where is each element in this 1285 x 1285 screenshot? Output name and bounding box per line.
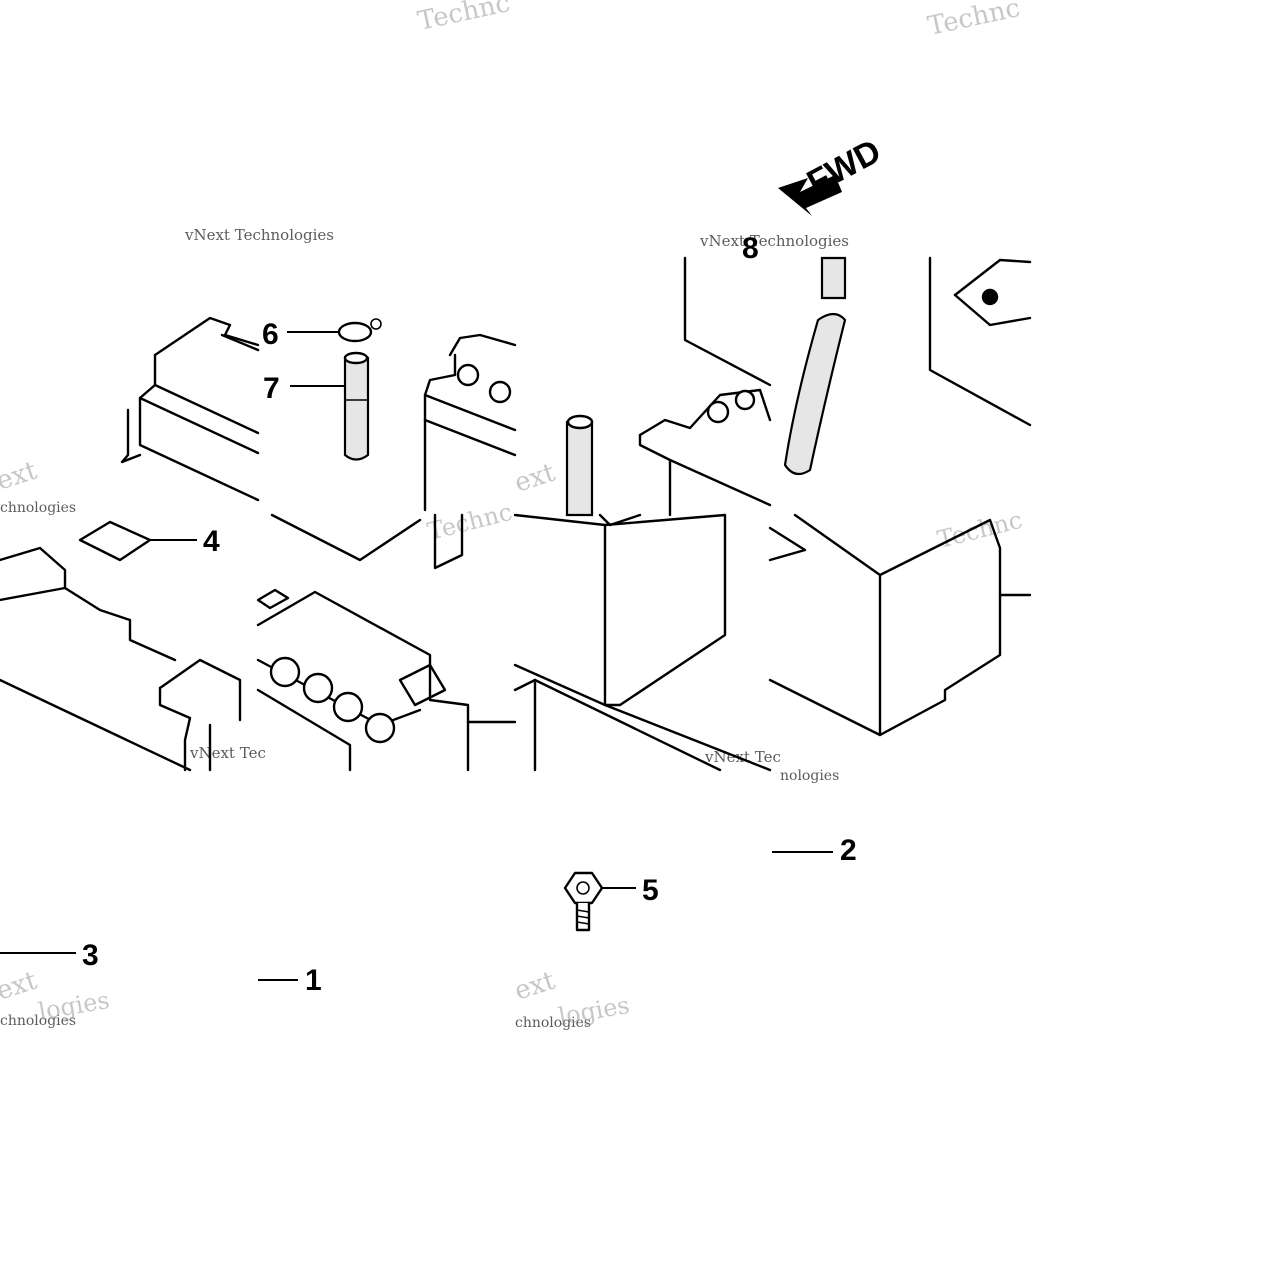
watermark: Technc (925, 0, 1023, 42)
holder-base (513, 513, 772, 772)
watermark: logies (36, 986, 111, 1026)
callouts: 1 2 3 4 5 6 7 8 (0, 232, 857, 997)
battery-top-cells (256, 588, 517, 772)
watermark: vNext Technologies (184, 226, 334, 244)
watermark: logies (556, 991, 631, 1031)
callout-6: 6 (262, 318, 279, 351)
watermark: ext (0, 455, 41, 496)
watermark: chnologies (0, 500, 76, 516)
watermark: ext (0, 965, 41, 1006)
forward-direction-indicator: FWD (778, 132, 887, 216)
vent-tube-short (343, 351, 370, 461)
callout-2: 2 (840, 834, 857, 867)
battery-body-left (0, 546, 242, 772)
vent-tube-upright (565, 414, 594, 517)
watermark: nologies (780, 768, 839, 784)
watermark: vNext Technologies (699, 232, 849, 250)
watermark: chnologies (515, 1015, 591, 1031)
callout-5: 5 (642, 874, 659, 907)
callout-4: 4 (203, 525, 220, 558)
watermark: vNext Tec (704, 748, 781, 766)
battery-cover (768, 513, 1032, 737)
forward-arrow-icon (778, 175, 842, 216)
watermark: Technc (425, 498, 515, 546)
battery-top-right (270, 333, 517, 570)
label-sticker (78, 520, 152, 562)
forward-label: FWD (801, 132, 887, 202)
watermark: ext (511, 965, 559, 1006)
battery-case-corner (120, 316, 260, 502)
callout-1: 1 (305, 964, 322, 997)
callout-3: 3 (82, 939, 99, 972)
vent-cap (337, 318, 382, 343)
watermark: chnologies (0, 1013, 76, 1029)
watermark: Technc (935, 506, 1025, 554)
callout-8: 8 (742, 232, 759, 265)
breather-hose (783, 256, 847, 476)
callout-7: 7 (263, 372, 280, 405)
battery-holder (598, 256, 772, 527)
mounting-bracket (928, 256, 1032, 427)
watermark: vNext Tec (189, 744, 266, 762)
watermark: ext (511, 457, 559, 498)
flange-bolt (563, 871, 604, 932)
watermark: Technc (415, 0, 513, 37)
